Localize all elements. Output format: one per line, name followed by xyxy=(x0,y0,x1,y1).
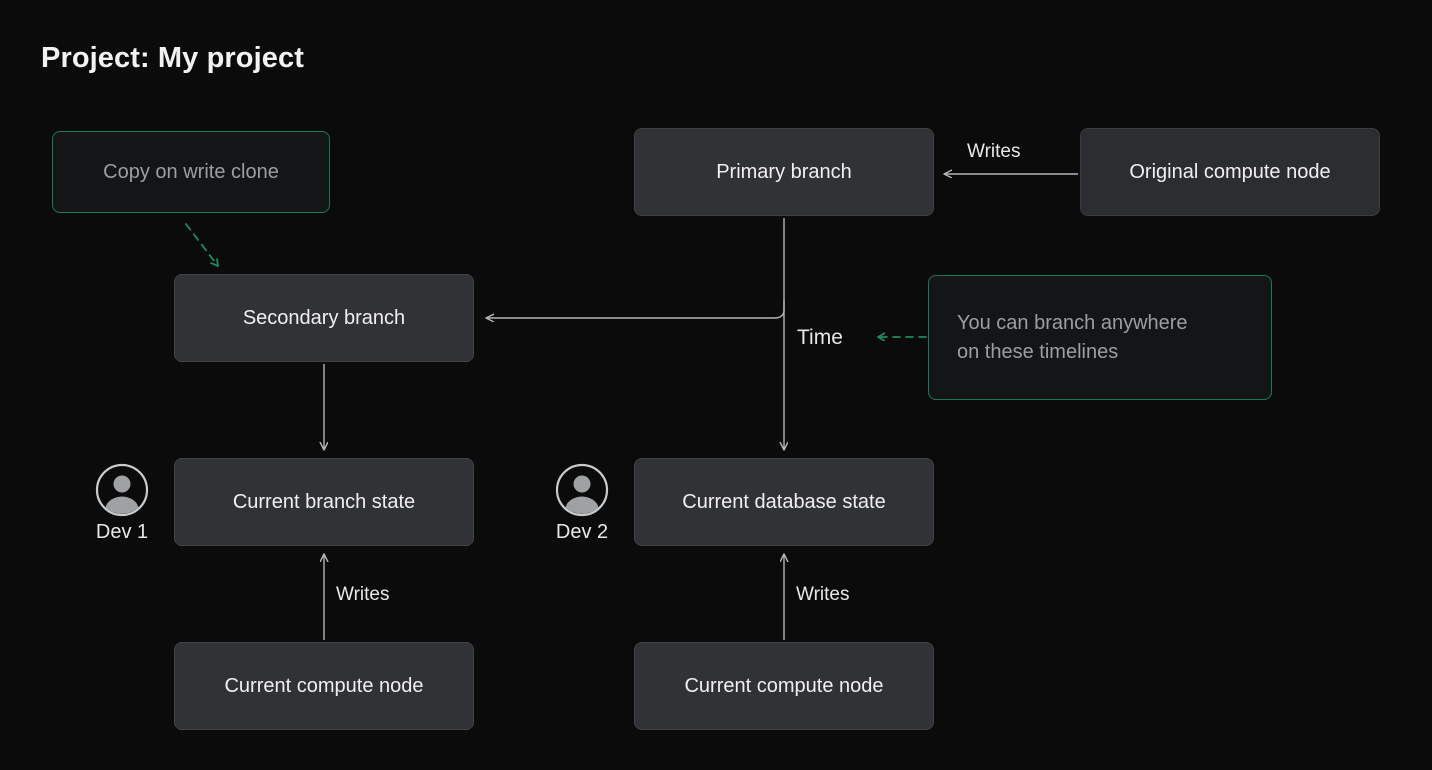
node-primary-branch-label: Primary branch xyxy=(716,160,852,183)
node-current-branch-state-label: Current branch state xyxy=(232,490,416,513)
node-secondary-branch[interactable]: Secondary branch xyxy=(174,274,474,362)
user-avatar-icon xyxy=(95,463,149,517)
edge-label-writes-right: Writes xyxy=(796,584,850,605)
node-primary-branch[interactable]: Primary branch xyxy=(634,128,934,216)
node-current-compute-node-left-label: Current compute node xyxy=(224,674,424,697)
node-current-database-state[interactable]: Current database state xyxy=(634,458,934,546)
node-secondary-branch-label: Secondary branch xyxy=(242,306,406,329)
callout-note-line-1: You can branch anywhere xyxy=(957,311,1188,334)
callout-copy-on-write-clone-label: Copy on write clone xyxy=(103,160,279,183)
connector-copy-on-write-to-secondary-branch xyxy=(185,223,219,267)
node-current-database-state-label: Current database state xyxy=(682,490,886,513)
callout-note-line-2: on these timelines xyxy=(957,340,1119,363)
dev-1-label: Dev 1 xyxy=(95,521,149,543)
node-current-branch-state[interactable]: Current branch state xyxy=(174,458,474,546)
edge-label-writes-top: Writes xyxy=(967,141,1021,162)
avatar-dev-1 xyxy=(95,463,149,522)
node-original-compute-node[interactable]: Original compute node xyxy=(1080,128,1380,216)
node-original-compute-node-label: Original compute node xyxy=(1129,160,1331,183)
avatar-dev-2 xyxy=(555,463,609,522)
page-title: Project: My project xyxy=(41,42,304,74)
node-current-compute-node-left[interactable]: Current compute node xyxy=(174,642,474,730)
callout-copy-on-write-clone: Copy on write clone xyxy=(52,131,330,213)
dev-2-label: Dev 2 xyxy=(555,521,609,543)
user-avatar-icon xyxy=(555,463,609,517)
edge-label-writes-left: Writes xyxy=(336,584,390,605)
connector-primary-to-secondary-branch xyxy=(486,300,785,318)
node-current-compute-node-right[interactable]: Current compute node xyxy=(634,642,934,730)
node-current-compute-node-right-label: Current compute node xyxy=(684,674,884,697)
edge-label-time: Time xyxy=(797,326,843,349)
callout-branch-anywhere-note: You can branch anywhere on these timelin… xyxy=(928,275,1272,400)
